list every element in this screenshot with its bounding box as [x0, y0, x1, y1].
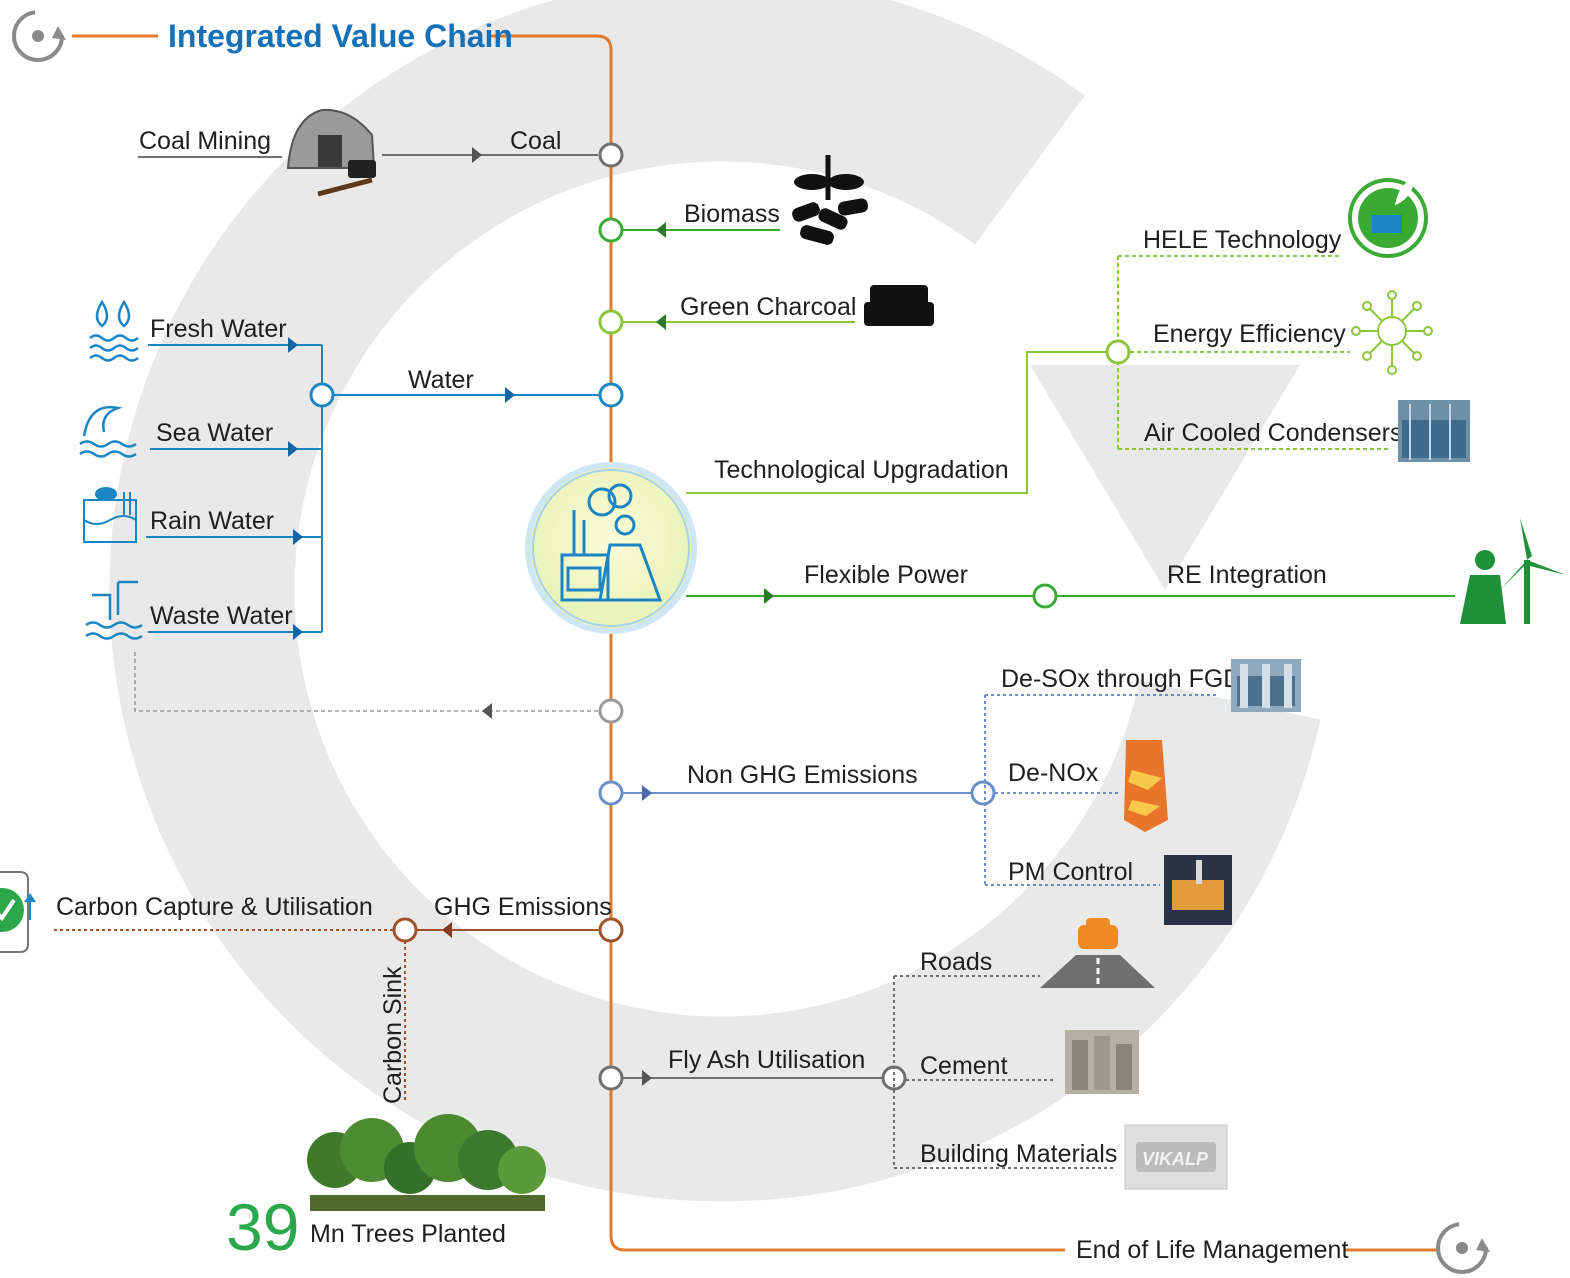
cycle-icon: [1436, 1222, 1490, 1274]
cement-photo: [1065, 1030, 1139, 1094]
ghg-label: GHG Emissions: [434, 893, 612, 921]
cycle-icon: [12, 10, 66, 62]
fly-ash-label: Fly Ash Utilisation: [668, 1046, 865, 1074]
ghg-branch: [54, 917, 624, 1100]
coal-branch: Coal Mining Coal: [138, 108, 624, 197]
rain-water-label: Rain Water: [150, 507, 274, 535]
desox-label: De-SOx through FGD: [1001, 665, 1241, 693]
cement-label: Cement: [920, 1052, 1008, 1080]
flexible-power-branch: [686, 583, 1455, 609]
waste-water-icon: [85, 580, 143, 640]
condenser-photo: [1398, 400, 1470, 462]
green-charcoal-label: Green Charcoal: [680, 293, 856, 321]
road-icon: [1040, 918, 1155, 988]
water-node: [598, 382, 624, 408]
waste-water-label: Waste Water: [150, 602, 293, 630]
pm-photo: [1164, 855, 1232, 925]
end-of-life-label: End of Life Management: [1076, 1236, 1348, 1264]
coal-mining-label: Coal Mining: [139, 127, 271, 155]
vikalp-logo: VIKALP: [1124, 1124, 1228, 1190]
biomass-icon: [792, 155, 869, 245]
power-plant-icon: [525, 462, 697, 634]
wind-solar-icon: [1460, 518, 1566, 624]
water-junction: [309, 382, 335, 408]
trees-image: [307, 1114, 546, 1211]
energy-efficiency-label: Energy Efficiency: [1153, 320, 1346, 348]
rain-water-icon: [83, 487, 137, 543]
tech-branch: [686, 255, 1390, 494]
recycle-icon: [0, 871, 36, 953]
energy-efficiency-icon: [1351, 290, 1433, 375]
biomass-branch: Biomass: [598, 155, 869, 245]
water-recycle-branch: [134, 652, 624, 724]
pm-control-label: PM Control: [1008, 858, 1133, 886]
vikalp-text: VIKALP: [1142, 1149, 1209, 1169]
ccu-label: Carbon Capture & Utilisation: [56, 893, 373, 921]
fresh-water-icon: [89, 299, 139, 362]
fgd-photo: [1231, 659, 1301, 712]
flexible-power-label: Flexible Power: [804, 561, 968, 589]
diagram-title: Integrated Value Chain: [168, 18, 513, 54]
re-integration-label: RE Integration: [1167, 561, 1327, 589]
sea-water-icon: [79, 405, 137, 458]
water-label: Water: [408, 366, 474, 394]
green-charcoal-branch: Green Charcoal: [598, 285, 934, 335]
roads-label: Roads: [920, 948, 992, 976]
main-spine: [72, 34, 1440, 1252]
water-arrows: [288, 337, 515, 640]
background-ring: [109, 0, 1321, 1202]
biomass-label: Biomass: [684, 200, 780, 228]
hele-icon: [1348, 178, 1428, 258]
non-ghg-label: Non GHG Emissions: [687, 761, 918, 789]
fly-ash-branch: [598, 975, 1116, 1169]
carbon-sink-label: Carbon Sink: [379, 966, 407, 1104]
mine-icon: [286, 108, 376, 197]
non-ghg-branch: [598, 694, 1218, 886]
trees-count: 39: [226, 1190, 299, 1264]
building-materials-label: Building Materials: [920, 1140, 1117, 1168]
sea-water-label: Sea Water: [156, 419, 273, 447]
denox-icon: [1124, 740, 1168, 832]
charcoal-icon: [864, 285, 934, 326]
trees-label: Mn Trees Planted: [310, 1220, 506, 1248]
fresh-water-label: Fresh Water: [150, 315, 287, 343]
tech-upgradation-label: Technological Upgradation: [714, 456, 1009, 484]
air-cooled-label: Air Cooled Condensers: [1144, 419, 1402, 447]
denox-label: De-NOx: [1008, 759, 1099, 787]
hele-label: HELE Technology: [1143, 226, 1342, 254]
coal-label: Coal: [510, 127, 561, 155]
